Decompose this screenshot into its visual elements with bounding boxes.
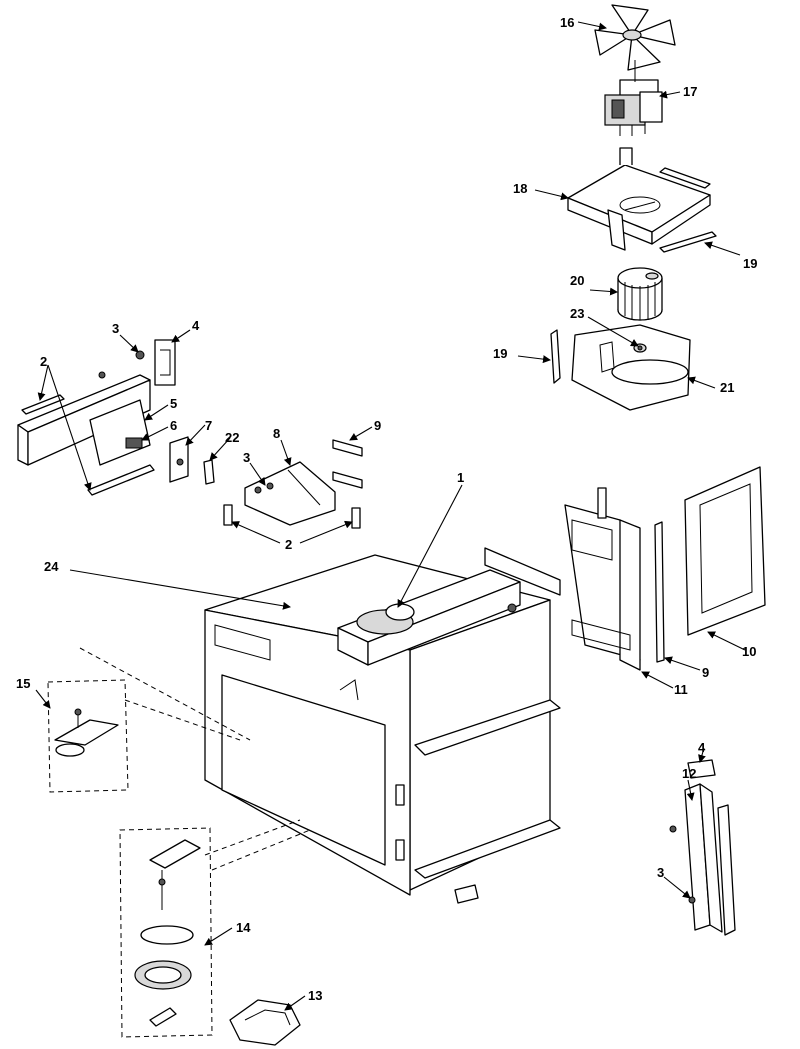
- part-7-switch-bracket: [169, 436, 189, 483]
- part-21-blower-housing: [571, 324, 691, 411]
- callout-24: 24: [44, 559, 59, 574]
- part-11-side-duct: [564, 487, 641, 671]
- part-14-stirrer-group: [119, 827, 213, 1038]
- part-1-cover: [337, 569, 521, 666]
- callout-3-mid: 3: [243, 450, 250, 465]
- part-9-top-gaskets: [332, 439, 363, 489]
- part-20-blower-wheel: [617, 267, 663, 321]
- part-8-bracket: [244, 461, 336, 526]
- part-5-side-bracket: [17, 350, 151, 466]
- callout-4-top: 4: [192, 318, 200, 333]
- callout-21: 21: [720, 380, 734, 395]
- callout-7: 7: [205, 418, 212, 433]
- callout-15: 15: [16, 676, 30, 691]
- part-18-motor-bracket: [567, 147, 711, 251]
- callout-17: 17: [683, 84, 697, 99]
- callout-3-bottom: 3: [657, 865, 664, 880]
- callout-9-top: 9: [374, 418, 381, 433]
- callout-5: 5: [170, 396, 177, 411]
- dashed-connectors: [79, 647, 311, 871]
- callout-18: 18: [513, 181, 527, 196]
- leader-lines: [35, 21, 746, 1011]
- callout-16: 16: [560, 15, 574, 30]
- part-15-interlock-group: [47, 679, 129, 793]
- callout-4-bottom: 4: [698, 740, 706, 755]
- callout-22: 22: [225, 430, 239, 445]
- part-19-gasket-strips: [550, 167, 717, 384]
- part-17-fan-motor: [604, 60, 663, 136]
- callout-19-top: 19: [743, 256, 757, 271]
- callout-8: 8: [273, 426, 280, 441]
- callout-9-side: 9: [702, 665, 709, 680]
- part-2-small-gaskets: [223, 504, 361, 529]
- callout-13: 13: [308, 988, 322, 1003]
- callout-2-mid: 2: [285, 537, 292, 552]
- part-13-stirrer-cover: [229, 999, 301, 1046]
- callout-12: 12: [682, 766, 696, 781]
- callout-19-left: 19: [493, 346, 507, 361]
- part-9-side-gasket: [654, 521, 665, 663]
- part-22-fuse: [203, 459, 215, 485]
- part-12-vertical-bracket: [669, 783, 736, 936]
- callout-14: 14: [236, 920, 251, 935]
- part-16-fan-blade: [594, 4, 676, 71]
- callout-labels: 16 17 18 19 20 23 19 21 3 4 2 5 6 7 22 8…: [16, 15, 757, 1003]
- part-10-back-panel: [684, 466, 766, 636]
- part-4-clip: [154, 339, 176, 386]
- callout-2-left: 2: [40, 354, 47, 369]
- part-24-oven-cavity: [204, 547, 561, 904]
- callout-10: 10: [742, 644, 756, 659]
- callout-20: 20: [570, 273, 584, 288]
- callout-11: 11: [674, 682, 688, 697]
- callout-1: 1: [457, 470, 464, 485]
- callout-3-top: 3: [112, 321, 119, 336]
- callout-6: 6: [170, 418, 177, 433]
- part-2-left-gaskets: [21, 394, 155, 496]
- callout-23: 23: [570, 306, 584, 321]
